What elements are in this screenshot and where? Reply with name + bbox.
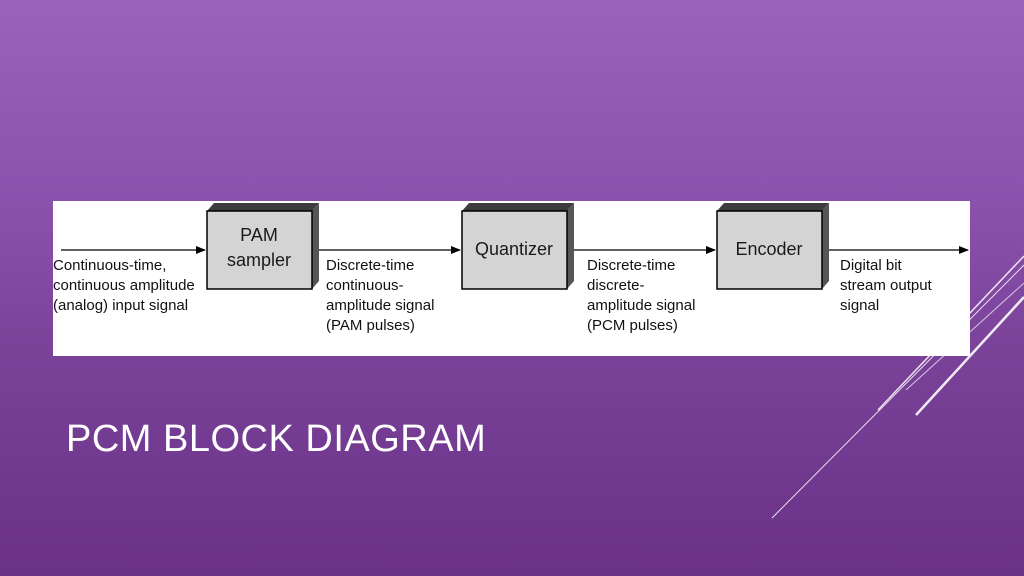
pam-sampler-label-line1: PAM <box>240 225 278 245</box>
quantizer-block: Quantizer <box>461 203 574 290</box>
pam-pulses-description: Discrete-time continuous- amplitude sign… <box>326 257 434 334</box>
pam-signal-line2: continuous- <box>326 277 404 294</box>
pam-sampler-block: PAM sampler <box>206 203 319 290</box>
input-signal-line2: continuous amplitude <box>53 277 195 294</box>
output-signal-line3: signal <box>840 297 879 314</box>
pam-signal-line3: amplitude signal <box>326 297 434 314</box>
pcm-block-diagram: PAM sampler Quantizer Encoder Continuous… <box>53 201 970 356</box>
pam-sampler-label-line2: sampler <box>227 250 291 270</box>
input-signal-description: Continuous-time, continuous amplitude (a… <box>53 257 195 314</box>
slide-title: PCM BLOCK DIAGRAM <box>66 418 487 460</box>
pcm-signal-line4: (PCM pulses) <box>587 317 678 334</box>
encoder-block: Encoder <box>716 203 829 290</box>
output-signal-line1: Digital bit <box>840 257 903 274</box>
pam-signal-line4: (PAM pulses) <box>326 317 415 334</box>
pcm-signal-line3: amplitude signal <box>587 297 695 314</box>
quantizer-label: Quantizer <box>475 239 553 259</box>
output-signal-line2: stream output <box>840 277 933 294</box>
output-signal-description: Digital bit stream output signal <box>840 257 933 314</box>
encoder-label: Encoder <box>735 239 802 259</box>
pam-signal-line1: Discrete-time <box>326 257 414 274</box>
pcm-signal-line2: discrete- <box>587 277 645 294</box>
pcm-pulses-description: Discrete-time discrete- amplitude signal… <box>587 257 695 334</box>
diagram-canvas: PAM sampler Quantizer Encoder Continuous… <box>53 203 969 334</box>
input-signal-line3: (analog) input signal <box>53 297 188 314</box>
input-signal-line1: Continuous-time, <box>53 257 166 274</box>
pcm-signal-line1: Discrete-time <box>587 257 675 274</box>
